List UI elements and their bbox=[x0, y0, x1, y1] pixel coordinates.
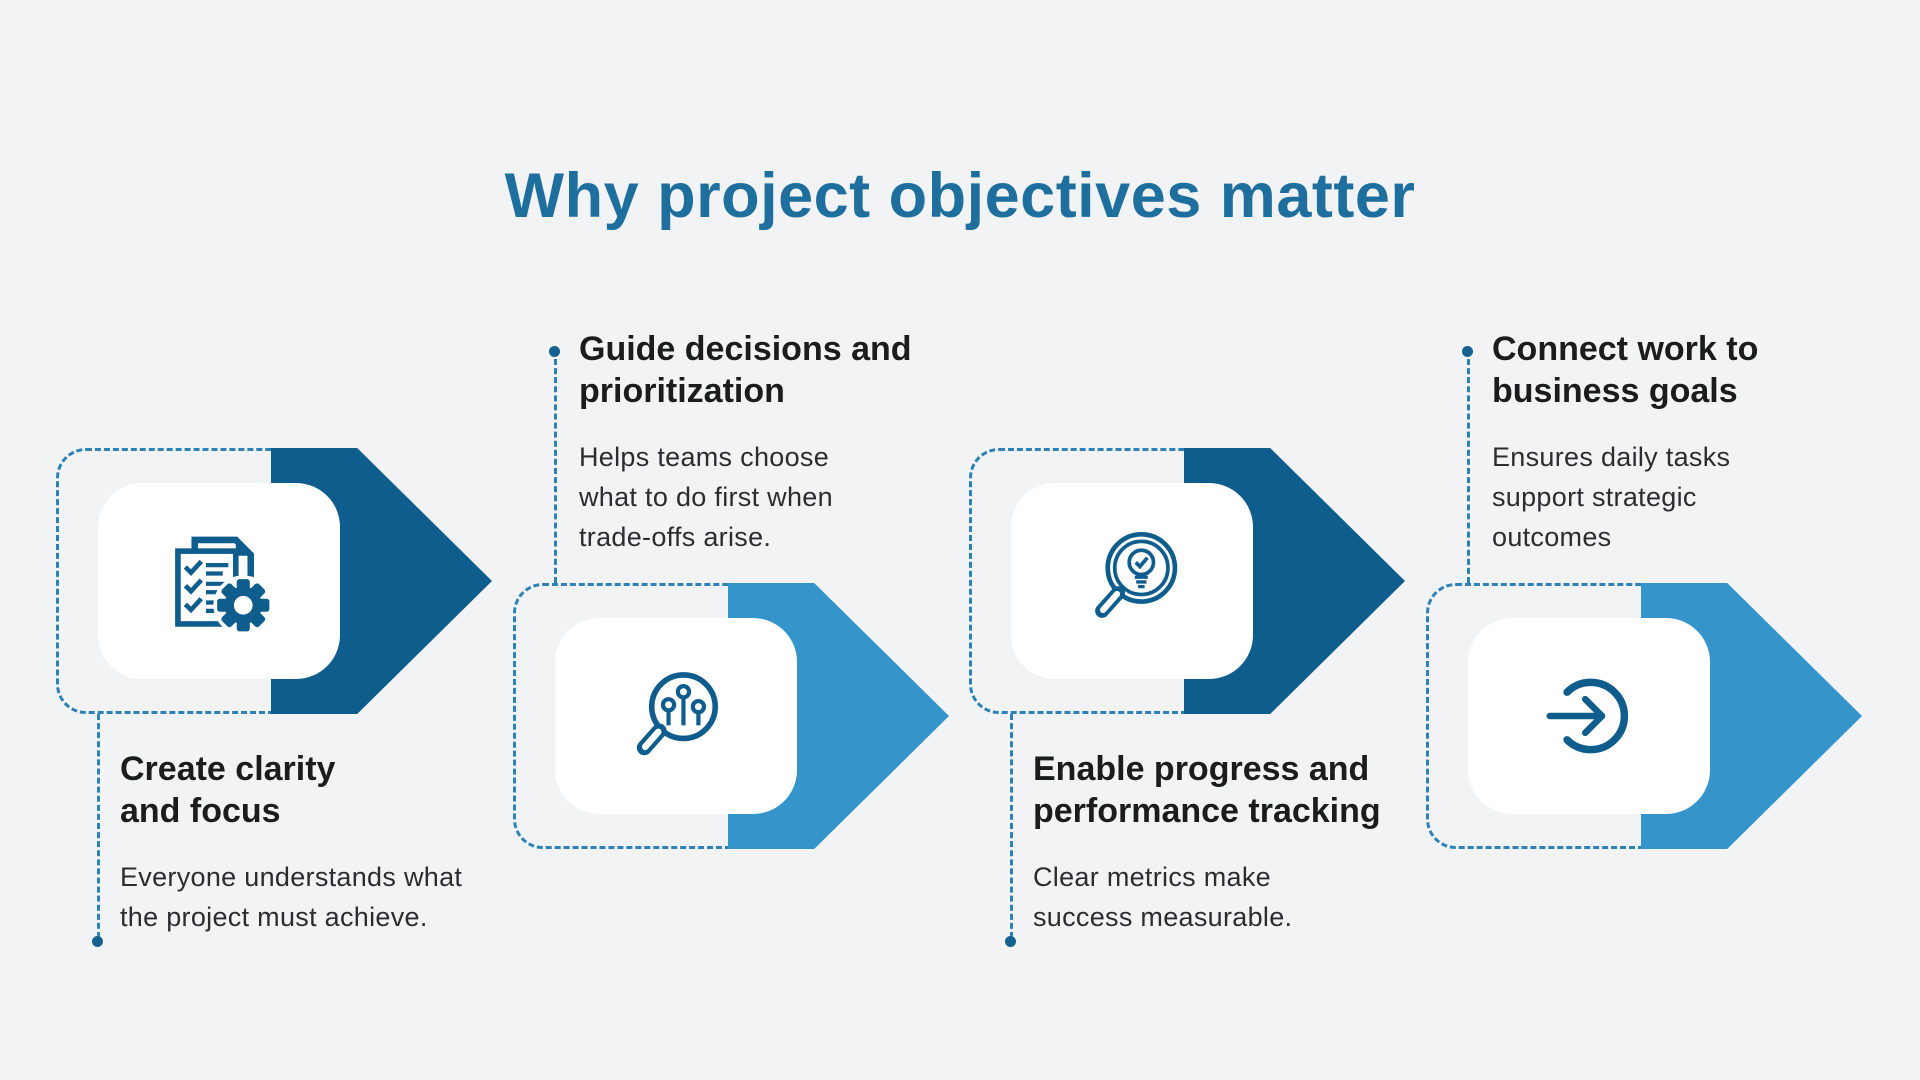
step-text: Create clarity and focus Everyone unders… bbox=[120, 748, 462, 937]
step-description: Ensures daily tasks support strategic ou… bbox=[1492, 437, 1758, 557]
step-heading: Enable progress and performance tracking bbox=[1033, 748, 1381, 832]
heading-line: Connect work to bbox=[1492, 330, 1759, 368]
heading-line: Enable progress and bbox=[1033, 750, 1370, 788]
magnifier-lightbulb-icon bbox=[1095, 532, 1178, 618]
step-connect-goals: Connect work to business goals Ensures d… bbox=[1426, 330, 1862, 849]
description-line: the project must achieve. bbox=[120, 902, 428, 932]
connector-dot bbox=[1005, 936, 1016, 947]
step-description: Clear metrics make success measurable. bbox=[1033, 857, 1381, 937]
step-heading: Guide decisions and prioritization bbox=[579, 328, 912, 412]
step-heading: Create clarity and focus bbox=[120, 748, 462, 832]
heading-line: Guide decisions and bbox=[579, 330, 912, 368]
heading-line: and focus bbox=[120, 792, 281, 830]
description-line: outcomes bbox=[1492, 522, 1612, 552]
description-line: Helps teams choose bbox=[579, 442, 830, 472]
description-line: Clear metrics make bbox=[1033, 862, 1271, 892]
step-text: Connect work to business goals Ensures d… bbox=[1492, 328, 1758, 557]
connector-dot bbox=[549, 346, 560, 357]
heading-line: performance tracking bbox=[1033, 792, 1381, 830]
icon-card bbox=[1011, 483, 1253, 679]
step-text: Guide decisions and prioritization Helps… bbox=[579, 328, 912, 557]
icon-card bbox=[555, 618, 797, 814]
connector-line bbox=[97, 714, 100, 938]
magnifier-circuit-icon bbox=[636, 672, 718, 756]
connector-dot bbox=[92, 936, 103, 947]
description-line: support strategic bbox=[1492, 482, 1697, 512]
connector-line bbox=[554, 359, 557, 583]
step-create-clarity: Create clarity and focus Everyone unders… bbox=[56, 448, 492, 947]
step-description: Everyone understands what the project mu… bbox=[120, 857, 462, 937]
description-line: trade-offs arise. bbox=[579, 522, 772, 552]
icon-card bbox=[1468, 618, 1710, 814]
description-line: what to do first when bbox=[579, 482, 833, 512]
connector-line bbox=[1467, 359, 1470, 583]
heading-line: prioritization bbox=[579, 372, 785, 410]
description-line: Ensures daily tasks bbox=[1492, 442, 1731, 472]
step-enable-tracking: Enable progress and performance tracking… bbox=[969, 448, 1405, 947]
checklist-gear-icon bbox=[175, 536, 274, 636]
description-line: Everyone understands what bbox=[120, 862, 463, 892]
description-line: success measurable. bbox=[1033, 902, 1293, 932]
heading-line: business goals bbox=[1492, 372, 1738, 410]
step-text: Enable progress and performance tracking… bbox=[1033, 748, 1381, 937]
arrow-into-circle-icon bbox=[1546, 678, 1629, 754]
step-heading: Connect work to business goals bbox=[1492, 328, 1758, 412]
step-guide-decisions: Guide decisions and prioritization Helps… bbox=[513, 330, 949, 849]
connector-line bbox=[1010, 714, 1013, 938]
step-description: Helps teams choose what to do first when… bbox=[579, 437, 912, 557]
page-title: Why project objectives matter bbox=[504, 161, 1416, 231]
connector-dot bbox=[1462, 346, 1473, 357]
heading-line: Create clarity bbox=[120, 750, 336, 788]
icon-card bbox=[98, 483, 340, 679]
